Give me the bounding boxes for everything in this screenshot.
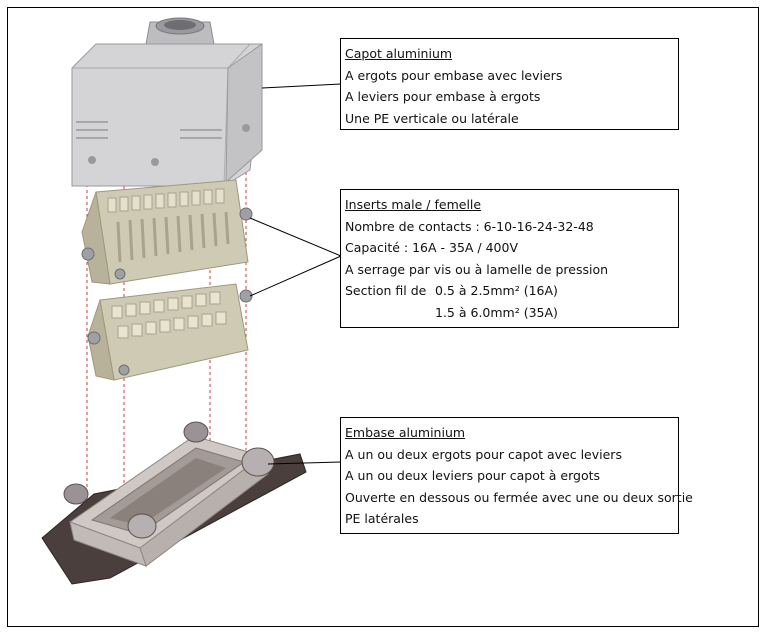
callout-inserts: Inserts male / femelle Nombre de contact… — [340, 189, 679, 328]
callout-capot-line: A leviers pour embase à ergots — [345, 89, 541, 104]
insert-female-illustration — [87, 283, 253, 381]
callout-inserts-line: A serrage par vis ou à lamelle de pressi… — [345, 261, 609, 277]
section-label: Section fil de — [345, 283, 427, 298]
callout-inserts-line: Capacité : 16A - 35A / 400V — [345, 240, 519, 255]
callout-embase-line: PE latérales — [345, 511, 419, 526]
callout-embase-title: Embase aluminium — [345, 425, 466, 440]
callout-capot-title: Capot aluminium — [345, 46, 453, 61]
embase-base-illustration — [41, 421, 307, 585]
section-value: 1.5 à 6.0mm² (35A) — [435, 304, 558, 320]
callout-capot-line: A ergots pour embase avec leviers — [345, 67, 563, 83]
callout-embase-line: A un ou deux ergots pour capot avec levi… — [345, 446, 622, 462]
insert-male-illustration — [81, 179, 253, 285]
capot-hood-illustration — [71, 17, 263, 187]
callout-embase: Embase aluminium A un ou deux ergots pou… — [340, 417, 693, 534]
section-row-2: 1.5 à 6.0mm² (35A) — [345, 302, 672, 324]
callout-inserts-title: Inserts male / femelle — [345, 197, 482, 212]
callout-inserts-line: Nombre de contacts : 6-10-16-24-32-48 — [345, 218, 594, 234]
callout-embase-line: Ouverte en dessous ou fermée avec une ou… — [345, 489, 693, 505]
callout-capot-line: Une PE verticale ou latérale — [345, 110, 519, 126]
callout-capot: Capot aluminium A ergots pour embase ave… — [340, 38, 679, 130]
figure-frame — [7, 7, 759, 627]
section-value: 0.5 à 2.5mm² (16A) — [435, 283, 558, 298]
section-row-1: Section fil de 0.5 à 2.5mm² (16A) — [345, 280, 672, 302]
leader-lines — [249, 83, 342, 465]
callout-embase-line: A un ou deux leviers pour capot à ergots — [345, 468, 600, 483]
